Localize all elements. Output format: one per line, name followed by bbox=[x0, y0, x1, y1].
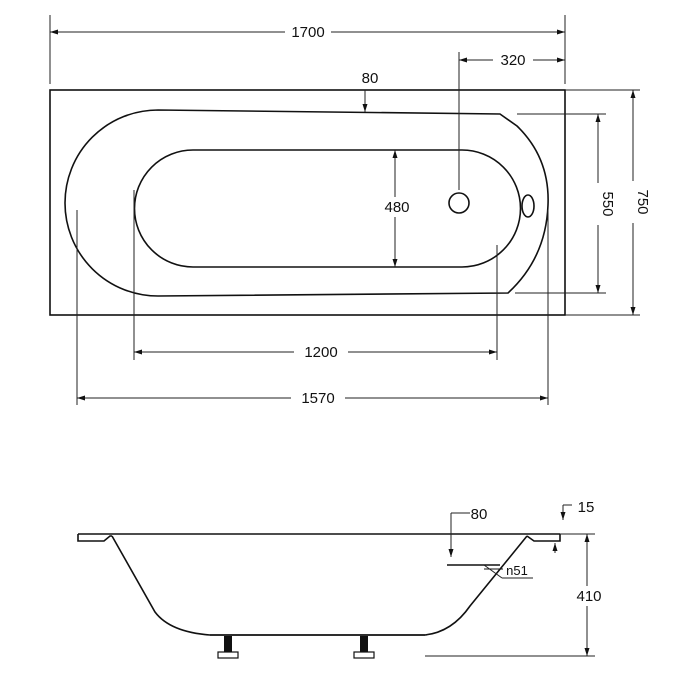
side-view bbox=[77, 533, 561, 659]
drain-hole bbox=[448, 192, 470, 214]
label-basin-width: 550 bbox=[599, 191, 616, 216]
label-overall-length: 1700 bbox=[291, 24, 324, 41]
dimension-basin-width: 550 bbox=[515, 113, 616, 294]
label-basin-length: 1570 bbox=[301, 390, 334, 407]
dimension-overall-length: 1700 bbox=[49, 15, 566, 84]
label-inner-length: 1200 bbox=[304, 344, 337, 361]
dimension-overflow-height: 80 bbox=[448, 506, 488, 557]
tub-feet bbox=[210, 634, 425, 659]
label-rim-thickness: 15 bbox=[578, 499, 595, 516]
dimension-inner-length: 1200 bbox=[133, 190, 498, 362]
dimension-inner-width: 480 bbox=[378, 150, 416, 267]
label-drain-diameter: n51 bbox=[506, 563, 528, 578]
top-view bbox=[49, 89, 566, 316]
tub-side-rim bbox=[77, 534, 112, 542]
label-drain-offset: 320 bbox=[500, 52, 525, 69]
label-inner-width: 480 bbox=[384, 199, 409, 216]
label-overflow-height: 80 bbox=[471, 506, 488, 523]
dimension-rim-width: 80 bbox=[362, 70, 379, 112]
dimension-drain-diameter: n51 bbox=[483, 563, 533, 579]
tub-side-body bbox=[111, 535, 528, 636]
dimension-tub-depth: 410 bbox=[425, 533, 608, 657]
label-overall-width: 750 bbox=[634, 189, 651, 214]
overflow-hole bbox=[521, 194, 535, 218]
dimension-basin-length: 1570 bbox=[76, 210, 549, 408]
tub-basin-outline bbox=[64, 109, 549, 297]
tub-inner-bottom bbox=[133, 149, 522, 268]
dimension-rim-thickness: 15 bbox=[552, 499, 595, 553]
dimension-drain-offset: 320 bbox=[458, 50, 565, 190]
label-rim-width: 80 bbox=[362, 70, 379, 87]
dimension-overall-width: 750 bbox=[565, 89, 651, 316]
tub-outer-rim bbox=[49, 89, 566, 316]
label-tub-depth: 410 bbox=[576, 588, 601, 605]
